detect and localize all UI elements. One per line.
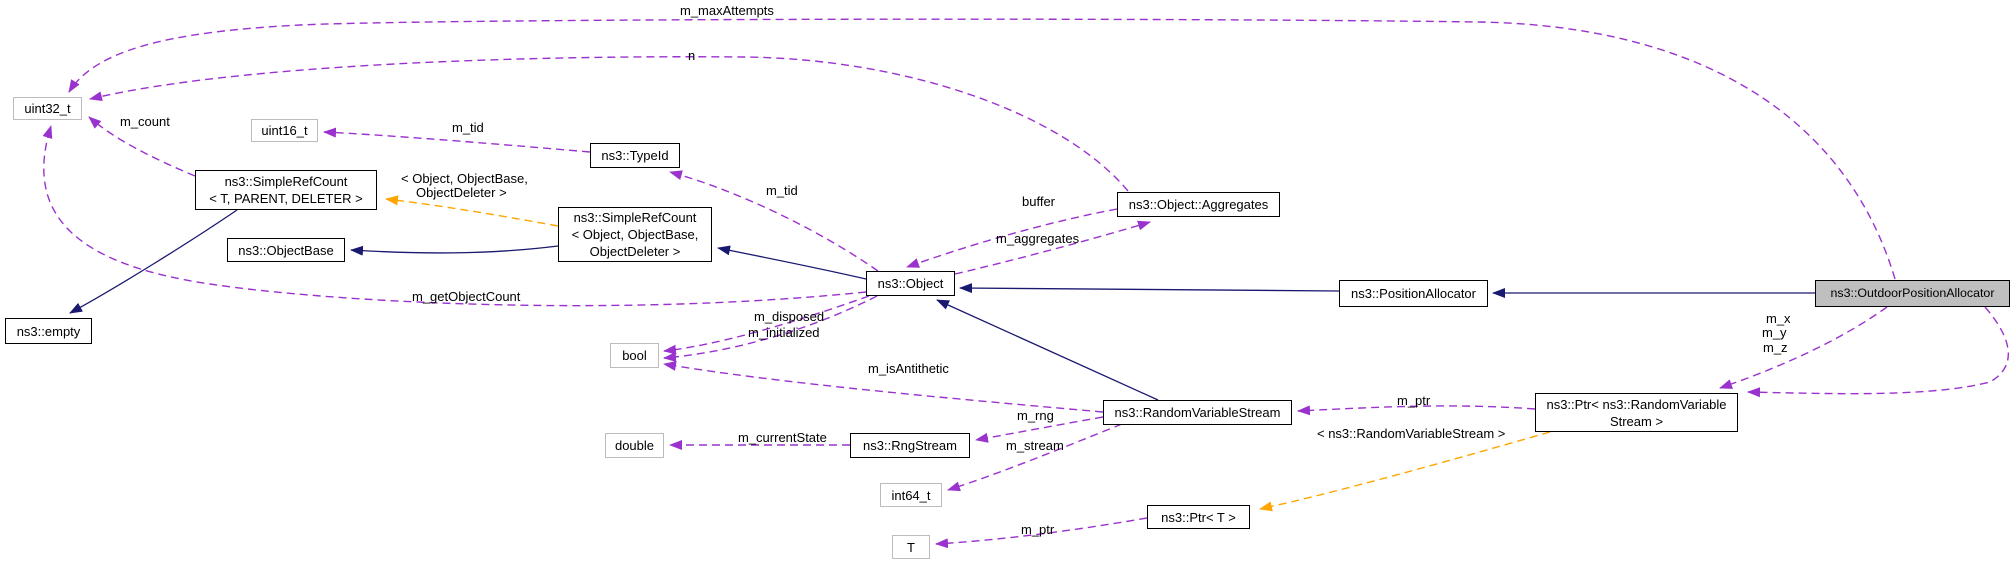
node-object[interactable]: ns3::Object <box>866 271 955 296</box>
node-label: ns3::Object::Aggregates <box>1128 197 1269 212</box>
edge-usage-minitialized <box>663 295 878 362</box>
edge-usage-mcount <box>88 116 196 177</box>
edge-usage-mrng <box>975 416 1104 443</box>
node-randomvariablestream[interactable]: ns3::RandomVariableStream <box>1103 400 1292 425</box>
node-uint16-t: uint16_t <box>251 119 318 142</box>
edge-template-ptrrvs-to-ptrt <box>1259 431 1551 512</box>
edge-inherit-object-to-srcobject <box>717 245 867 280</box>
edge-label-template-object-line1: < Object, ObjectBase, <box>401 171 528 186</box>
edge-label-mtid-object: m_tid <box>766 183 798 198</box>
node-typeid[interactable]: ns3::TypeId <box>590 143 680 168</box>
node-positionallocator[interactable]: ns3::PositionAllocator <box>1339 280 1488 307</box>
node-label-line: ns3::SimpleRefCount <box>224 174 348 189</box>
edge-label-mcurrentstate: m_currentState <box>738 430 827 445</box>
edge-template-srcobject-to-srct <box>385 195 559 227</box>
edge-usage-mptr-t <box>935 517 1148 549</box>
node-label: ns3::RandomVariableStream <box>1114 405 1281 420</box>
node-label: ns3::OutdoorPositionAllocator <box>1830 286 1995 300</box>
node-label: ns3::ObjectBase <box>238 242 334 258</box>
node-label: ns3::Ptr< T > <box>1161 509 1236 525</box>
node-label: T <box>907 539 915 555</box>
edge-label-my: m_y <box>1762 325 1787 340</box>
node-label: ns3::TypeId <box>601 148 669 163</box>
node-label-line: ns3::SimpleRefCount <box>573 210 697 225</box>
edge-label-mstream: m_stream <box>1006 438 1064 453</box>
node-label: ns3::PositionAllocator <box>1350 286 1476 301</box>
node-int64-t: int64_t <box>880 483 942 507</box>
node-label-line: < Object, ObjectBase, <box>571 227 699 242</box>
node-label-line: ObjectDeleter > <box>589 244 681 259</box>
node-t: T <box>892 535 930 559</box>
edge-usage-mtid-typeid-uint16 <box>323 127 591 153</box>
edge-label-mptr-t: m_ptr <box>1021 522 1055 537</box>
edge-usage-getobjectcount <box>42 125 867 307</box>
node-simplerefcount-t[interactable]: ns3::SimpleRefCount < T, PARENT, DELETER… <box>195 170 377 210</box>
edge-usage-buffer <box>906 208 1118 268</box>
node-label: uint16_t <box>261 123 308 138</box>
edge-label-getobjectcount: m_getObjectCount <box>412 289 521 304</box>
node-label: ns3::RngStream <box>863 438 957 453</box>
node-rngstream[interactable]: ns3::RngStream <box>850 433 970 458</box>
edge-inherit-rvs-to-object <box>936 299 1159 401</box>
edge-label-template-rvs: < ns3::RandomVariableStream > <box>1317 426 1506 441</box>
node-label: ns3::empty <box>16 323 81 339</box>
node-uint32-t: uint32_t <box>13 97 82 120</box>
edge-label-misantithetic: m_isAntithetic <box>868 361 949 376</box>
node-ptr-randomvariablestream[interactable]: ns3::Ptr< ns3::RandomVariable Stream > <box>1535 393 1738 432</box>
edge-label-mptr-rvs: m_ptr <box>1397 393 1431 408</box>
edge-usage-n <box>89 56 1129 192</box>
node-label-line: Stream > <box>1609 413 1664 429</box>
node-label: ns3::Object <box>877 276 944 291</box>
edge-inherit-positionallocator-to-object <box>959 283 1340 294</box>
edge-label-buffer: buffer <box>1022 194 1056 209</box>
edge-usage-maggregates <box>954 220 1151 275</box>
edge-usage-mxyz-outer <box>1747 306 2010 398</box>
node-double: double <box>605 433 664 458</box>
edge-usage-maxattempts <box>68 18 1896 280</box>
edge-label-template-object-line2: ObjectDeleter > <box>416 185 507 200</box>
edge-usage-mdisposed <box>663 295 870 355</box>
node-label: uint32_t <box>24 101 71 116</box>
node-bool: bool <box>610 343 659 368</box>
edge-label-n: n <box>688 48 696 63</box>
node-label: double <box>614 438 655 453</box>
edge-usage-mstream <box>947 423 1123 492</box>
edge-inherit-simplerefcount-to-empty <box>69 209 238 314</box>
edge-label-minitialized: m_initialized <box>748 325 820 340</box>
node-label: int64_t <box>891 487 931 503</box>
edge-label-maxattempts: m_maxAttempts <box>680 3 774 18</box>
edge-label-mtid-typeid: m_tid <box>452 120 484 135</box>
edge-usage-misantithetic <box>663 361 1104 413</box>
edge-label-mz: m_z <box>1763 340 1788 355</box>
node-label-line: ns3::Ptr< ns3::RandomVariable <box>1546 396 1727 412</box>
edge-label-maggregates: m_aggregates <box>996 231 1080 246</box>
node-empty[interactable]: ns3::empty <box>5 318 92 344</box>
node-label: bool <box>622 348 647 363</box>
edge-usage-mptr-rvs <box>1297 405 1536 416</box>
node-ptr-t[interactable]: ns3::Ptr< T > <box>1147 505 1250 529</box>
node-outdoorpositionallocator: ns3::OutdoorPositionAllocator <box>1815 280 2010 307</box>
node-label-line: < T, PARENT, DELETER > <box>209 191 363 206</box>
node-simplerefcount-object[interactable]: ns3::SimpleRefCount < Object, ObjectBase… <box>558 207 712 262</box>
edge-usage-mxyz <box>1719 306 1888 389</box>
edge-label-mx: m_x <box>1766 311 1791 326</box>
edge-usage-mtid-object-typeid <box>669 170 879 272</box>
edge-label-mcount: m_count <box>120 114 170 129</box>
node-objectbase[interactable]: ns3::ObjectBase <box>227 238 345 262</box>
edge-label-mdisposed: m_disposed <box>754 309 825 324</box>
node-object-aggregates[interactable]: ns3::Object::Aggregates <box>1117 192 1280 217</box>
edge-inherit-srcobject-to-objectbase <box>350 245 559 256</box>
edge-label-mrng: m_rng <box>1017 408 1054 423</box>
